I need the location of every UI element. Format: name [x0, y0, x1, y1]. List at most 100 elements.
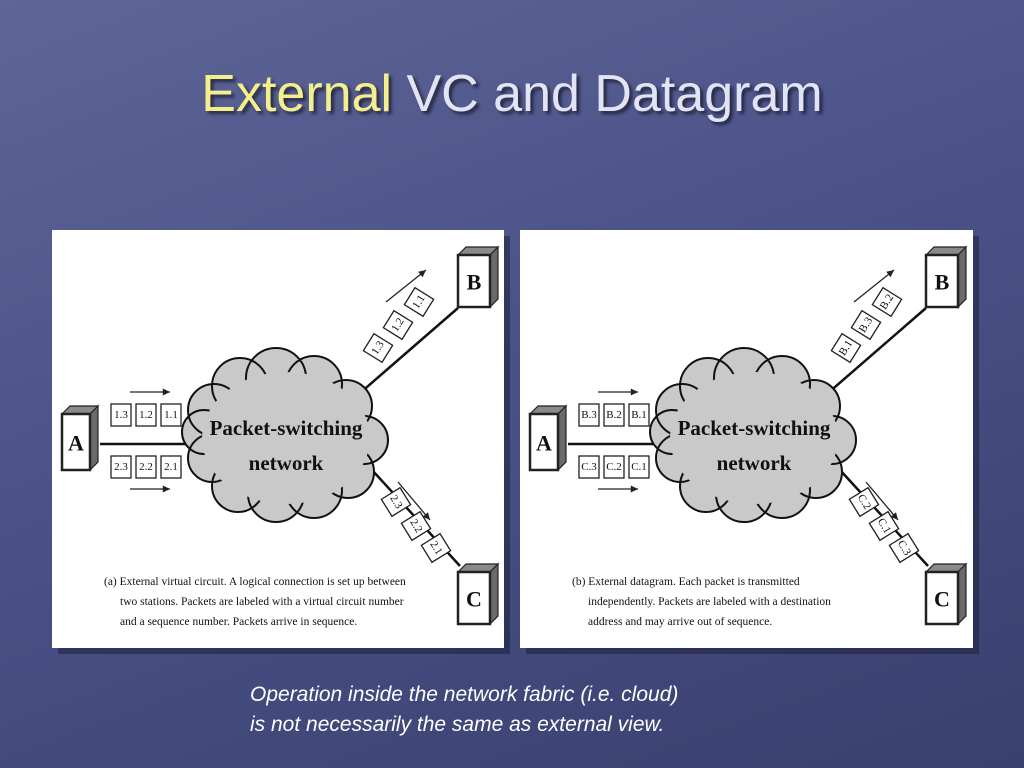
datagram-packet-a-bottom-3-label: C.1: [631, 461, 647, 473]
datagram-packet-c-3-box: [888, 532, 920, 564]
vc-packet-a-top-2-label: 1.2: [139, 409, 153, 421]
vc-station-c-front-face: [456, 570, 492, 626]
vc-station-a-front-face: [60, 412, 92, 472]
vc-packet-b-1: 1.3: [362, 332, 394, 364]
datagram-packet-a-top-1: B.3: [578, 403, 600, 427]
datagram-station-a-label: A: [536, 431, 552, 456]
datagram-figure-caption-line-2: independently. Packets are labeled with …: [588, 596, 831, 608]
datagram-arrow-c: [865, 481, 899, 521]
datagram-figure-caption-line-3: address and may arrive out of sequence.: [588, 616, 772, 628]
datagram-arrow-a-bottom: [598, 485, 638, 493]
vc-arrow-b-head: [418, 270, 426, 278]
datagram-cloud: Packet-switching network: [648, 347, 858, 523]
vc-arrow-b: [385, 269, 427, 303]
vc-station-b-front-face: [456, 253, 492, 309]
datagram-packet-b-3: B.2: [871, 286, 903, 318]
datagram-packet-a-bottom-3-box: [628, 455, 650, 479]
datagram-packet-a-top-2: B.2: [603, 403, 625, 427]
vc-packet-a-bottom-2-box: [135, 455, 157, 479]
vc-packet-b-2-box: [382, 309, 414, 341]
datagram-packet-a-top-3: B.1: [628, 403, 650, 427]
datagram-station-b: B: [924, 245, 968, 309]
vc-packet-b-3: 1.1: [403, 286, 435, 318]
slide-title: External VC and Datagram: [0, 62, 1024, 126]
vc-figure-caption-line-1: (a) External virtual circuit. A logical …: [104, 576, 406, 588]
vc-packet-a-bottom-2: 2.2: [135, 455, 157, 479]
vc-station-c-label: C: [466, 587, 482, 612]
vc-cloud-label-1: Packet-switching: [210, 416, 363, 440]
datagram-packet-c-1-box: [848, 486, 880, 518]
datagram-packet-a-bottom-2-box: [603, 455, 625, 479]
datagram-station-c-label: C: [934, 587, 950, 612]
datagram-arrow-b: [853, 269, 895, 303]
datagram-packet-b-2: B.3: [850, 309, 882, 341]
datagram-link-b: [819, 307, 927, 401]
slide-caption: Operation inside the network fabric (i.e…: [250, 680, 810, 740]
vc-station-a: A: [60, 404, 100, 472]
datagram-cloud-label-2: network: [717, 451, 792, 475]
vc-packet-a-top-3-box: [160, 403, 182, 427]
datagram-arrow-a-top-head: [630, 388, 638, 396]
vc-figure-caption-line-3: and a sequence number. Packets arrive in…: [120, 616, 357, 628]
vc-packet-c-2: 2.2: [400, 510, 432, 542]
vc-arrow-c-head: [422, 512, 430, 520]
datagram-packet-a-bottom-3: C.1: [628, 455, 650, 479]
datagram-arrow-c-shaft: [865, 481, 899, 521]
vc-arrow-a-top: [130, 388, 170, 396]
vc-arrow-a-bottom-head: [162, 485, 170, 493]
datagram-packet-c-2-box: [868, 510, 900, 542]
vc-arrow-c-shaft: [397, 481, 431, 521]
title-rest: VC and Datagram: [406, 65, 823, 123]
vc-cloud-fill: [202, 372, 370, 504]
vc-packet-a-bottom-2-label: 2.2: [139, 461, 153, 473]
vc-arrow-a-bottom: [130, 485, 170, 493]
vc-packet-a-top-2: 1.2: [135, 403, 157, 427]
vc-packet-c-2-box: [400, 510, 432, 542]
datagram-packet-b-3-box: [871, 286, 903, 318]
datagram-arrow-c-head: [890, 512, 898, 520]
datagram-packet-a-bottom-1-label: C.3: [581, 461, 597, 473]
vc-packet-a-top-3: 1.1: [160, 403, 182, 427]
datagram-cloud-label-1: Packet-switching: [678, 416, 831, 440]
vc-packet-a-bottom-1-label: 2.3: [114, 461, 128, 473]
datagram-packet-a-bottom-2-label: C.2: [606, 461, 622, 473]
datagram-station-b-label: B: [935, 270, 950, 295]
datagram-packet-a-bottom-1-box: [578, 455, 600, 479]
datagram-figure-caption-line-1: (b) External datagram. Each packet is tr…: [572, 576, 800, 588]
vc-packet-a-top-1-box: [110, 403, 132, 427]
datagram-cloud-fill: [670, 372, 838, 504]
vc-packet-a-bottom-3-box: [160, 455, 182, 479]
vc-packet-a-bottom-3-label: 2.1: [164, 461, 178, 473]
datagram-packet-b-2-box: [850, 309, 882, 341]
caption-line-1: Operation inside the network fabric (i.e…: [250, 683, 679, 706]
vc-packet-a-top-1-label: 1.3: [114, 409, 128, 421]
vc-packet-c-3: 2.1: [420, 532, 452, 564]
datagram-station-b-front-face: [924, 253, 960, 309]
caption-line-2: is not necessarily the same as external …: [250, 713, 665, 736]
datagram-arrow-b-head: [886, 270, 894, 278]
vc-packet-a-bottom-1: 2.3: [110, 455, 132, 479]
datagram-station-c-front-face: [924, 570, 960, 626]
datagram-packet-a-top-1-box: [578, 403, 600, 427]
datagram-diagram: Packet-switching network A B C B.3C.3 B.2C.2 B.…: [528, 245, 968, 628]
datagram-packet-a-top-1-label: B.3: [581, 409, 597, 421]
title-accent: External: [201, 65, 393, 123]
vc-packet-b-1-box: [362, 332, 394, 364]
datagram-packet-b-1-box: [830, 332, 862, 364]
vc-packet-a-bottom-3: 2.1: [160, 455, 182, 479]
vc-arrow-c: [397, 481, 431, 521]
datagram-station-a-front-face: [528, 412, 560, 472]
vc-arrow-a-top-head: [162, 388, 170, 396]
datagram-packet-a-top-2-box: [603, 403, 625, 427]
vc-station-b: B: [456, 245, 500, 309]
datagram-arrow-a-bottom-head: [630, 485, 638, 493]
vc-packet-a-bottom-1-box: [110, 455, 132, 479]
vc-packet-c-1: 2.3: [380, 486, 412, 518]
datagram-packet-a-bottom-2: C.2: [603, 455, 625, 479]
datagram-packet-c-3: C.3: [888, 532, 920, 564]
datagram-station-c: C: [924, 562, 968, 626]
datagram-packet-a-bottom-1: C.3: [578, 455, 600, 479]
